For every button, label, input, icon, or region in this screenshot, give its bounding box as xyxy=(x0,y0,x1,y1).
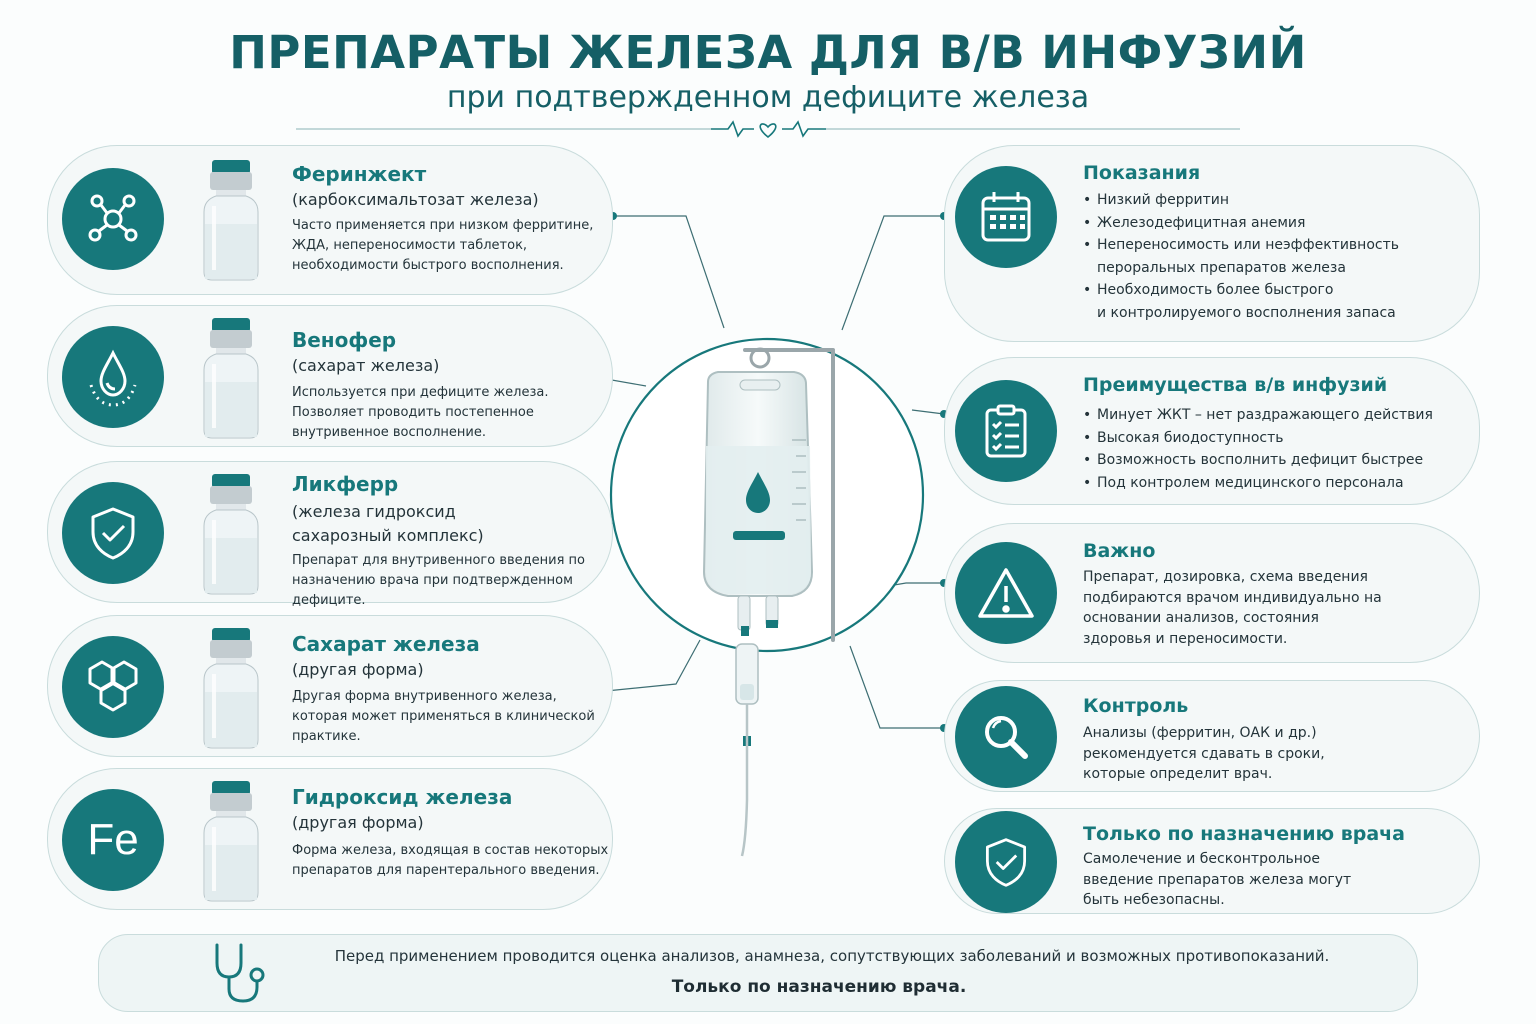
page-subtitle: при подтвержденном дефиците железа xyxy=(446,80,1090,115)
drug-name: Ликферр xyxy=(292,472,399,496)
vial-image xyxy=(198,472,264,596)
list-item: и контролируемого восполнения запаса xyxy=(1097,304,1396,321)
drug-compound: (карбоксимальтозат железа) xyxy=(292,190,539,209)
footer-warning: Только по назначению врача. xyxy=(671,977,967,997)
vial-image xyxy=(198,626,264,750)
drug-description: Другая форма внутривенного железа, котор… xyxy=(292,689,595,744)
list-item: Необходимость более быстрого xyxy=(1083,279,1399,302)
drug-compound: (железа гидроксид xyxy=(292,502,456,521)
heartbeat-divider xyxy=(296,120,1240,139)
card-title: Преимущества в/в инфузий xyxy=(1083,374,1388,396)
indications-card: Показания Низкий ферритин Железодефицитн… xyxy=(944,145,1480,342)
page-title: ПРЕПАРАТЫ ЖЕЛЕЗА ДЛЯ В/В ИНФУЗИЙ xyxy=(229,26,1307,79)
vial-image xyxy=(198,158,264,282)
droplet-icon xyxy=(62,326,164,428)
drug-compound: (сахарат железа) xyxy=(292,356,440,375)
footer-banner: Перед применением проводится оценка анал… xyxy=(98,934,1418,1012)
drug-description: Препарат для внутривенного введения по н… xyxy=(292,553,585,608)
footer-note: Перед применением проводится оценка анал… xyxy=(334,947,1330,965)
list-item: Возможность восполнить дефицит быстрее xyxy=(1083,449,1433,472)
magnifier-icon xyxy=(955,686,1057,788)
vial-image xyxy=(198,779,264,903)
calendar-icon xyxy=(955,166,1057,268)
card-text: Самолечение и бесконтрольное введение пр… xyxy=(1083,851,1352,908)
drug-name: Феринжект xyxy=(292,162,427,186)
important-card: Важно Препарат, дозировка, схема введени… xyxy=(944,523,1480,663)
drug-card-venofer: Венофер (сахарат железа) Используется пр… xyxy=(47,305,613,447)
drug-compound: (другая форма) xyxy=(292,660,424,679)
drug-card-likferr: Ликферр (железа гидроксид сахарозный ком… xyxy=(47,461,613,608)
card-title: Важно xyxy=(1083,540,1156,562)
list-item: Низкий ферритин xyxy=(1083,189,1399,212)
drug-description: Часто применяется при низком ферритине, … xyxy=(292,218,594,273)
list-item: Под контролем медицинского персонала xyxy=(1083,472,1433,495)
drug-card-hydroxide: Fe Гидроксид железа (другая форма) Форма… xyxy=(47,768,613,910)
drug-card-sucrose: Сахарат железа (другая форма) Другая фор… xyxy=(47,615,613,757)
card-text: Анализы (ферритин, ОАК и др.) рекомендуе… xyxy=(1083,725,1325,782)
card-title: Показания xyxy=(1083,162,1201,184)
fe-icon: Fe xyxy=(62,789,164,891)
advantages-list: Минует ЖКТ – нет раздражающего действия … xyxy=(1083,404,1433,494)
drug-card-ferinject: Феринжект (карбоксимальтозат железа) Час… xyxy=(47,145,613,295)
drug-name: Сахарат железа xyxy=(292,632,480,656)
list-item: Железодефицитная анемия xyxy=(1083,212,1399,235)
warning-icon xyxy=(955,542,1057,644)
checklist-icon xyxy=(955,380,1057,482)
list-item: Непереносимость или неэффективность xyxy=(1083,234,1399,257)
card-text: Препарат, дозировка, схема введения подб… xyxy=(1083,569,1382,647)
card-title: Только по назначению врача xyxy=(1083,823,1406,845)
fe-symbol: Fe xyxy=(87,815,139,864)
drug-name: Венофер xyxy=(292,328,397,352)
shield-check-icon xyxy=(62,482,164,584)
drug-compound: сахарозный комплекс) xyxy=(292,526,484,545)
list-item: Минует ЖКТ – нет раздражающего действия xyxy=(1083,404,1433,427)
drug-name: Гидроксид железа xyxy=(292,785,513,809)
drug-description: Используется при дефиците железа. Позвол… xyxy=(292,385,549,440)
stethoscope-icon xyxy=(207,941,271,1005)
control-card: Контроль Анализы (ферритин, ОАК и др.) р… xyxy=(944,680,1480,792)
molecule-icon xyxy=(62,168,164,270)
drug-description: Форма железа, входящая в состав некоторы… xyxy=(292,843,609,878)
hexagons-icon xyxy=(62,636,164,738)
drug-compound: (другая форма) xyxy=(292,813,424,832)
card-title: Контроль xyxy=(1083,695,1189,717)
shield-check-icon xyxy=(955,811,1057,913)
vial-image xyxy=(198,316,264,440)
list-item: Высокая биодоступность xyxy=(1083,427,1433,450)
advantages-card: Преимущества в/в инфузий Минует ЖКТ – не… xyxy=(944,357,1480,505)
list-item: пероральных препаратов железа xyxy=(1097,259,1346,276)
prescription-card: Только по назначению врача Самолечение и… xyxy=(944,808,1480,914)
indications-list: Низкий ферритин Железодефицитная анемия … xyxy=(1083,189,1399,324)
